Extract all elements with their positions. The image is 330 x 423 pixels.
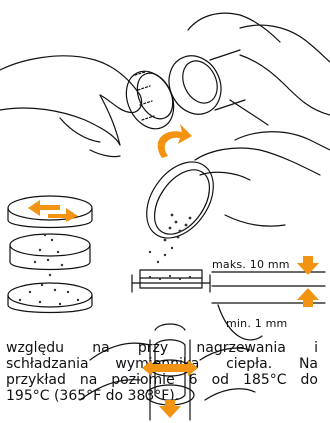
tilted-bean-dish	[133, 150, 227, 251]
paragraph-line: przykład na poziomie 6 od 185°C do	[6, 372, 318, 388]
right-hand-top	[188, 13, 330, 125]
up-arrow-icon	[297, 288, 319, 307]
roasting-chamber-parts	[117, 47, 245, 136]
paragraph-line: względu na przy nagrzewania i	[6, 340, 318, 356]
max-fill-label: maks. 10 mm	[212, 258, 290, 271]
paragraph-line: 195°C (365°F do 383°F).	[6, 388, 318, 404]
min-fill-label: min. 1 mm	[226, 317, 287, 330]
rotate-arrow-icon	[158, 124, 192, 158]
paragraph-line: schładzania wymiennika ciepła. Na	[6, 356, 318, 372]
hand-holding-tray	[195, 132, 330, 226]
left-hand-top	[0, 56, 142, 157]
stacked-containers	[8, 196, 92, 313]
